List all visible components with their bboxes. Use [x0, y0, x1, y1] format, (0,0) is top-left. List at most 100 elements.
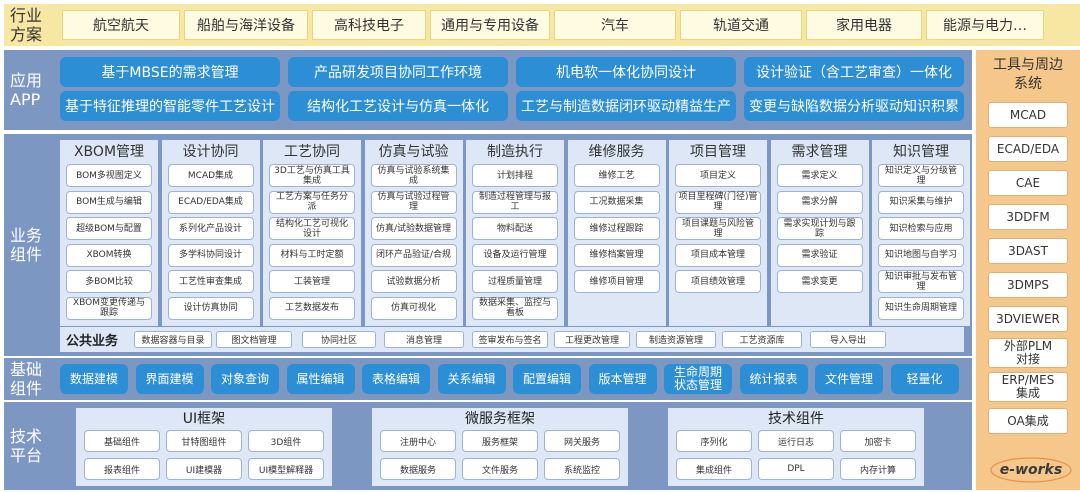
tech-item: DPL	[758, 458, 834, 480]
tech-item: 运行日志	[758, 430, 834, 452]
business-column-title: 仿真与试验	[378, 144, 449, 160]
business-column: 维修服务维修工艺工况数据采集维修过程跟踪维修档案管理维修项目管理	[567, 140, 666, 326]
base-component-item: 属性编辑	[286, 364, 355, 394]
base-component-item: 表格编辑	[362, 364, 430, 394]
eworks-logo: e-works	[990, 457, 1072, 483]
tech-item: 3D组件	[248, 430, 324, 452]
business-column-title: 项目管理	[690, 144, 746, 160]
public-business-item: 图文档管理	[216, 331, 292, 348]
business-column: 需求管理需求定义需求分解需求实现计划与跟踪需求验证需求变更	[770, 140, 869, 326]
tool-item: 3DAST	[988, 238, 1068, 264]
business-column-title: 制造执行	[487, 144, 543, 160]
business-column: 知识管理知识定义与分级管理知识采集与维护知识检索与应用知识地图与自学习知识审批与…	[872, 140, 970, 326]
business-item: ECAD/EDA集成	[167, 190, 254, 214]
tech-item: 数据服务	[380, 458, 456, 480]
tech-item: 网关服务	[544, 430, 620, 452]
business-column-title: 工艺协同	[284, 144, 340, 160]
business-item: 仿真/试验数据管理	[370, 217, 457, 240]
tool-item: 外部PLM 对接	[988, 338, 1068, 368]
tech-item: 服务框架	[462, 430, 538, 452]
tech-item: 甘特图组件	[166, 430, 242, 452]
app-item: 机电软一体化协同设计	[516, 57, 736, 87]
tech-group-title: UI框架	[182, 411, 226, 427]
business-item: 结构化工艺可视化设计	[269, 217, 355, 240]
business-item: 超级BOM与配置	[66, 217, 152, 240]
tool-item: CAE	[988, 170, 1068, 196]
public-business-item: 数据容器与目录	[134, 331, 212, 348]
app-label: 应用 APP	[10, 71, 43, 109]
tool-item: OA集成	[988, 408, 1068, 434]
business-item: 闭环产品验证/合规	[370, 243, 457, 267]
tech-item: 基础组件	[84, 430, 160, 452]
business-item: 维修档案管理	[573, 243, 660, 267]
app-item: 基于特征推理的智能零件工艺设计	[60, 91, 280, 121]
business-item: 需求分解	[776, 190, 863, 214]
business-item: 知识定义与分级管理	[878, 164, 964, 187]
business-item: 需求验证	[776, 243, 863, 267]
business-item: 过程质量管理	[472, 270, 558, 293]
base-label: 基础 组件	[10, 360, 43, 398]
business-column-title: 需求管理	[791, 144, 848, 160]
business-item: 试验数据分析	[370, 270, 457, 293]
business-item: 仿真与试验过程管理	[370, 190, 457, 214]
logo-text: e-works	[1000, 462, 1062, 478]
industry-item: 通用与专用设备	[430, 10, 550, 40]
business-item: 数据采集、监控与看板	[472, 296, 558, 320]
tool-item: 3DDFM	[988, 204, 1068, 230]
tech-group-title: 技术组件	[768, 411, 824, 427]
business-item: 设备及运行管理	[472, 243, 558, 267]
business-label: 业务 组件	[10, 226, 43, 264]
industry-item: 轨道交通	[680, 10, 802, 40]
tech-item: 序列化	[676, 430, 752, 452]
public-business-item: 制造资源管理	[636, 331, 716, 348]
business-column-title: 知识管理	[893, 144, 949, 160]
business-item: 物料配送	[472, 217, 558, 240]
business-item: 需求定义	[776, 164, 863, 187]
industry-item: 能源与电力…	[926, 10, 1044, 40]
app-item: 设计验证（含工艺审查）一体化	[744, 57, 964, 87]
tech-item: 文件服务	[462, 458, 538, 480]
business-item: 知识地图与自学习	[878, 243, 964, 267]
business-item: 工装管理	[269, 270, 355, 293]
business-item: BOM多视图定义	[66, 164, 152, 187]
business-item: 知识检索与应用	[878, 217, 964, 240]
app-item: 产品研发项目协同工作环境	[288, 57, 508, 87]
tech-item: 系统监控	[544, 458, 620, 480]
business-item: 材料与工时定额	[269, 243, 355, 267]
base-component-item: 关系编辑	[437, 364, 506, 394]
base-component-item: 数据建模	[60, 364, 128, 394]
business-item: 工艺性审查集成	[167, 270, 254, 293]
business-item: 维修项目管理	[573, 270, 660, 293]
tool-item: ERP/MES 集成	[988, 372, 1068, 402]
business-item: 项目定义	[675, 164, 761, 187]
business-item: 3D工艺与仿真工具集成	[269, 164, 355, 187]
business-item: 设计仿真协同	[167, 296, 254, 320]
tech-group-title: 微服务框架	[465, 411, 535, 427]
business-column: 项目管理项目定义项目里程碑(门径)管理项目课题与风险管理项目成本管理项目绩效管理	[669, 140, 767, 326]
business-item: 计划排程	[472, 164, 558, 187]
app-item: 结构化工艺设计与仿真一体化	[288, 91, 508, 121]
industry-item: 汽车	[554, 10, 676, 40]
public-business-item: 工程更改管理	[554, 331, 630, 348]
business-item: 维修工艺	[573, 164, 660, 187]
public-business-title: 公共业务	[66, 334, 119, 349]
business-item: 系列化产品设计	[167, 217, 254, 240]
business-item: 知识生命周期管理	[878, 296, 964, 320]
tool-item: 3DVIEWER	[988, 306, 1068, 332]
app-item: 基于MBSE的需求管理	[60, 57, 280, 87]
business-item: 工况数据采集	[573, 190, 660, 214]
industry-label: 行业 方案	[10, 6, 43, 44]
business-column-title: 维修服务	[588, 144, 645, 160]
business-item: 项目成本管理	[675, 243, 761, 267]
tech-item: 加密卡	[840, 430, 916, 452]
tech-item: 注册中心	[380, 430, 456, 452]
business-item: 知识审批与发布管理	[878, 270, 964, 293]
base-component-item: 界面建模	[135, 364, 204, 394]
business-item: 多BOM比较	[66, 270, 152, 293]
business-column: 仿真与试验仿真与试验系统集成仿真与试验过程管理仿真/试验数据管理闭环产品验证/合…	[364, 140, 463, 326]
business-column-title: 设计协同	[182, 144, 239, 160]
